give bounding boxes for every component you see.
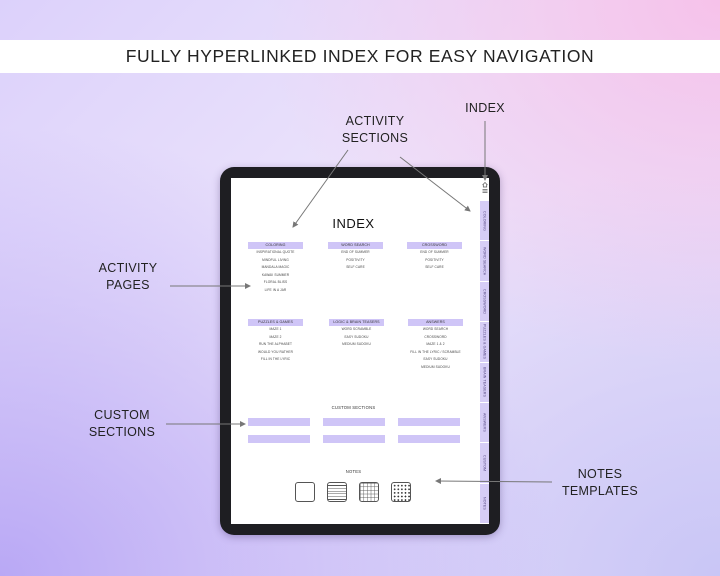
section-header[interactable]: CROSSWORD <box>407 242 462 249</box>
section-link[interactable]: POSITIVITY <box>425 257 444 262</box>
custom-section-slot[interactable] <box>398 435 460 443</box>
section-link[interactable]: MEDIUM SUDOKU <box>342 342 371 347</box>
dotted-icon[interactable] <box>391 482 411 502</box>
notes-title: NOTES <box>345 469 362 474</box>
section-link[interactable]: MANDALA MAGIC <box>261 265 290 270</box>
section-link[interactable]: EASY SUDOKU <box>423 357 448 362</box>
side-tabs: COLORING WORD SEARCH CROSSWORD PUZZLES &… <box>480 201 489 524</box>
tab-coloring[interactable]: COLORING <box>480 201 489 242</box>
tablet-frame: COLORING WORD SEARCH CROSSWORD PUZZLES &… <box>220 167 500 535</box>
section-link[interactable]: LIFE IN A JAR <box>264 287 287 292</box>
section-link[interactable]: END OF SUMMER <box>420 250 449 254</box>
section-link[interactable]: CROSSWORD <box>424 334 447 339</box>
lined-icon[interactable] <box>327 482 347 502</box>
callout-custom-sections: CUSTOM SECTIONS <box>88 408 156 439</box>
tab-brain-teasers[interactable]: BRAIN TEASERS <box>480 363 489 403</box>
section-link[interactable]: FILL IN THE LYRIC <box>260 357 291 362</box>
home-icon[interactable] <box>482 182 488 188</box>
custom-section-slot[interactable] <box>323 435 385 443</box>
custom-section-slot[interactable] <box>248 435 310 443</box>
section-link[interactable]: END OF SUMMER <box>341 250 370 254</box>
tab-crossword[interactable]: CROSSWORD <box>480 282 489 323</box>
banner: FULLY HYPERLINKED INDEX FOR EASY NAVIGAT… <box>0 40 720 73</box>
callout-index: INDEX <box>465 101 505 115</box>
section-header[interactable]: LOGIC & BRAIN TEASERS <box>329 319 384 326</box>
section-link[interactable]: MAZE 2 <box>269 334 282 339</box>
custom-section-slot[interactable] <box>323 418 385 426</box>
grid-icon[interactable] <box>359 482 379 502</box>
tab-custom[interactable]: CUSTOM <box>480 443 489 484</box>
section-link[interactable]: WOULD YOU RATHER <box>258 349 293 354</box>
section-logic-brain-teasers: LOGIC & BRAIN TEASERS WORD SCRAMBLE EASY… <box>329 319 384 349</box>
section-word-search: WORD SEARCH END OF SUMMER POSITIVITY SEL… <box>328 242 383 272</box>
section-header[interactable]: WORD SEARCH <box>328 242 383 249</box>
tab-notes[interactable]: NOTES <box>480 484 489 524</box>
section-link[interactable]: FLORAL BLISS <box>263 280 288 285</box>
section-coloring: COLORING INSPIRATIONAL QUOTE MINDFUL LIV… <box>248 242 303 295</box>
section-header[interactable]: PUZZLES & GAMES <box>248 319 303 326</box>
toolbar-icons <box>482 182 488 193</box>
section-link[interactable]: MAZE 1 <box>269 327 282 331</box>
section-link[interactable]: EASY SUDOKU <box>344 334 369 339</box>
section-link[interactable]: KAWAII SUMMER <box>261 272 290 277</box>
section-crossword: CROSSWORD END OF SUMMER POSITIVITY SELF … <box>407 242 462 272</box>
planner-screen: COLORING WORD SEARCH CROSSWORD PUZZLES &… <box>231 178 489 524</box>
section-link[interactable]: FILL IN THE LYRIC / SCRAMBLE <box>410 349 461 354</box>
tab-answers[interactable]: ANSWERS <box>480 403 489 444</box>
section-link[interactable]: POSITIVITY <box>346 257 365 262</box>
section-link[interactable]: MINDFUL LIVING <box>262 257 289 262</box>
arrow-notes-templates <box>435 478 553 485</box>
section-link[interactable]: WORD SEARCH <box>422 327 449 331</box>
section-link[interactable]: RUN THE ALPHABET <box>258 342 293 347</box>
arrow-activity-sections-left <box>292 149 349 228</box>
custom-section-slot[interactable] <box>248 418 310 426</box>
section-header[interactable]: COLORING <box>248 242 303 249</box>
tab-puzzles-games[interactable]: PUZZLES & GAMES <box>480 322 489 363</box>
section-link[interactable]: WORD SCRAMBLE <box>341 327 372 331</box>
toolbar <box>481 179 489 204</box>
tab-word-search[interactable]: WORD SEARCH <box>480 241 489 282</box>
custom-sections-title: CUSTOM SECTIONS <box>331 405 376 410</box>
banner-title: FULLY HYPERLINKED INDEX FOR EASY NAVIGAT… <box>125 46 595 66</box>
section-header[interactable]: ANSWERS <box>408 319 463 326</box>
section-link[interactable]: SELF CARE <box>346 265 365 270</box>
section-link[interactable]: INSPIRATIONAL QUOTE <box>256 250 295 254</box>
section-link[interactable]: MAZE 1 & 2 <box>426 342 445 347</box>
blank-icon[interactable] <box>295 482 315 502</box>
custom-section-slot[interactable] <box>398 418 460 426</box>
index-title: INDEX <box>332 216 375 231</box>
menu-icon[interactable] <box>482 189 488 193</box>
callout-activity-sections: ACTIVITY SECTIONS <box>341 114 409 145</box>
callout-notes-templates: NOTES TEMPLATES <box>561 467 639 498</box>
section-answers: ANSWERS WORD SEARCH CROSSWORD MAZE 1 & 2… <box>408 319 463 372</box>
section-link[interactable]: SELF CARE <box>425 265 444 270</box>
arrow-activity-sections-right <box>399 156 471 212</box>
callout-activity-pages: ACTIVITY PAGES <box>98 261 158 292</box>
section-link[interactable]: MEDIUM SUDOKU <box>421 364 450 369</box>
section-puzzles-games: PUZZLES & GAMES MAZE 1 MAZE 2 RUN THE AL… <box>248 319 303 364</box>
